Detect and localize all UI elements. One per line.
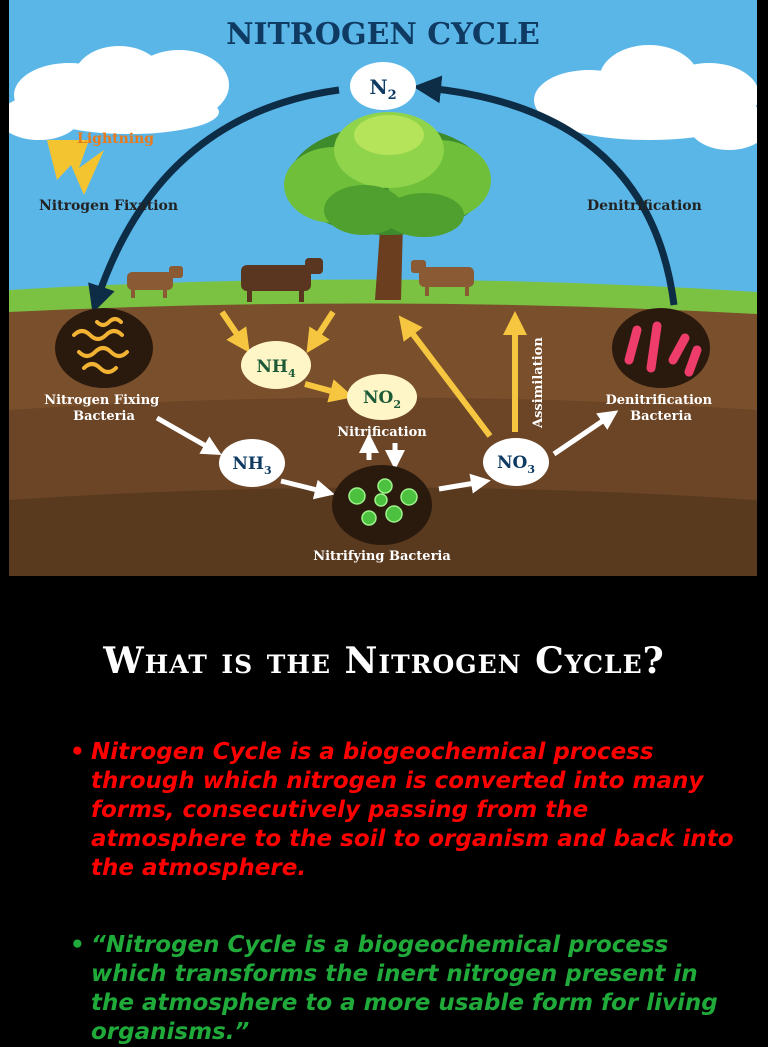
cow-left xyxy=(127,266,183,298)
bullet-text: Nitrogen Cycle is a biogeochemical proce… xyxy=(91,739,734,881)
nh3-node xyxy=(219,439,285,487)
bullet-marker: • xyxy=(70,932,85,958)
nitrogen-cycle-diagram: NITROGEN CYCLE N2 Lightning Nitrogen Fix… xyxy=(9,0,757,576)
nitrifying-bacteria-cells xyxy=(348,478,418,526)
n2-label: N xyxy=(369,75,387,99)
nh4-label: NH xyxy=(256,357,288,377)
nh3-label: NH xyxy=(232,454,264,474)
svg-text:Denitrification Bacteria: Denitrification Bacteria xyxy=(605,393,716,424)
nitrification-label: Nitrification xyxy=(337,425,427,440)
cloud-right xyxy=(534,45,757,150)
denitrification-label: Denitrification xyxy=(587,198,702,214)
svg-text:Nitrogen Fixing Bacteria: Nitrogen Fixing Bacteria xyxy=(44,393,164,424)
fixing-bacteria-label-2: Bacteria xyxy=(73,409,135,424)
white-arrows xyxy=(155,410,619,500)
no2-label: NO xyxy=(363,388,394,408)
nh4-subscript: 4 xyxy=(288,367,296,380)
nitrogen-fixation-label: Nitrogen Fixation xyxy=(39,198,178,214)
nitrifying-bacteria-label: Nitrifying Bacteria xyxy=(313,549,451,564)
lightning-icon xyxy=(47,140,104,195)
nh4-node xyxy=(241,341,311,389)
bullet-text: “Nitrogen Cycle is a biogeochemical proc… xyxy=(91,932,718,1045)
lightning-label: Lightning xyxy=(77,131,154,147)
fixing-bacteria-worms xyxy=(72,317,129,374)
svg-text:NO3: NO3 xyxy=(497,453,535,476)
no3-node xyxy=(483,438,549,486)
svg-text:NH3: NH3 xyxy=(232,454,271,477)
n2-subscript: 2 xyxy=(388,88,397,103)
nh3-subscript: 3 xyxy=(264,464,272,477)
no3-subscript: 3 xyxy=(527,463,535,476)
n2-node xyxy=(350,62,416,110)
fixing-bacteria-label-1: Nitrogen Fixing xyxy=(44,393,159,408)
cow-right xyxy=(411,260,474,296)
fixation-arc xyxy=(88,86,340,314)
svg-text:NO2: NO2 xyxy=(363,388,401,411)
assimilation-label: Assimilation xyxy=(531,337,546,429)
yellow-arrows xyxy=(219,310,527,438)
bullet-quote: • “Nitrogen Cycle is a biogeochemical pr… xyxy=(70,931,740,1047)
denitrification-bacteria-label-1: Denitrification xyxy=(605,393,712,408)
cow-center xyxy=(241,258,323,302)
no2-subscript: 2 xyxy=(393,398,401,411)
bullet-definition: • Nitrogen Cycle is a biogeochemical pro… xyxy=(70,738,740,883)
bullet-marker: • xyxy=(70,739,85,765)
denitrification-bacteria-label-2: Bacteria xyxy=(630,409,692,424)
no2-node xyxy=(347,374,417,420)
denitrification-arc xyxy=(413,75,678,306)
svg-text:N2: N2 xyxy=(369,75,396,103)
diagram-title: NITROGEN CYCLE xyxy=(226,17,540,52)
tree xyxy=(284,112,491,300)
cloud-left xyxy=(9,46,229,140)
denitrification-bacteria-rods xyxy=(624,321,702,377)
no3-label: NO xyxy=(497,453,528,473)
svg-text:NH4: NH4 xyxy=(256,357,296,380)
slide-heading: What is the Nitrogen Cycle? xyxy=(103,640,665,682)
